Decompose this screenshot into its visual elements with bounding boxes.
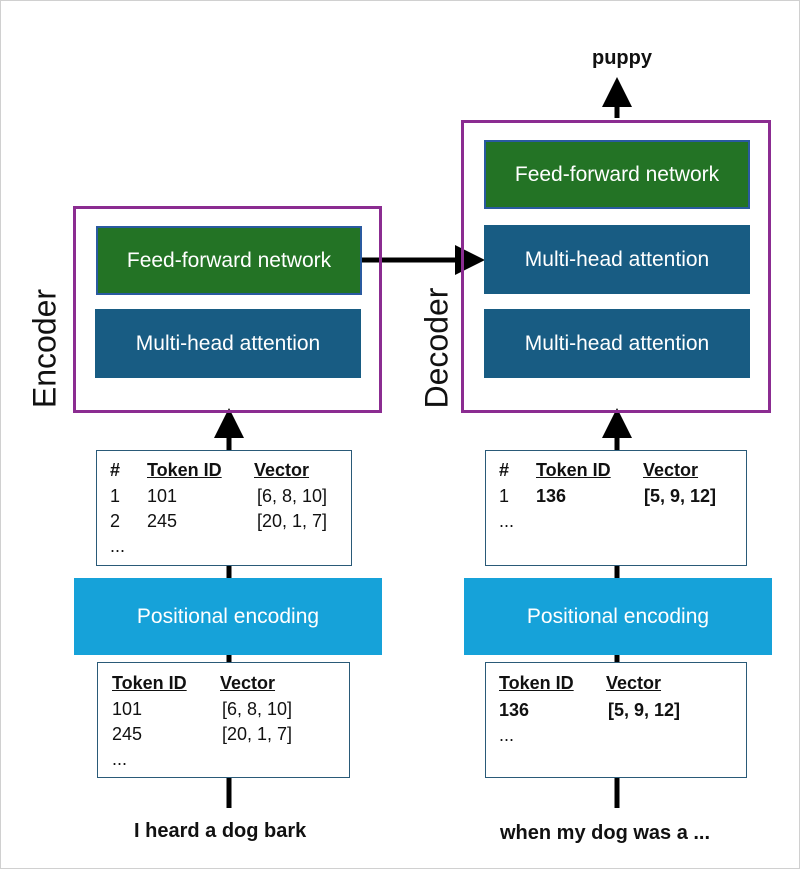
- encoder-mha-block: Multi-head attention: [95, 309, 361, 378]
- encoder-pos-header-token: Token ID: [147, 460, 222, 480]
- decoder-token-row1-vector: [5, 9, 12]: [608, 700, 681, 720]
- decoder-pos-row1-num: 1: [499, 486, 510, 506]
- decoder-token-header-token: Token ID: [499, 673, 574, 693]
- decoder-positional-encoding: Positional encoding: [464, 578, 772, 655]
- encoder-token-ellipsis: ...: [112, 749, 128, 769]
- decoder-pos-row1-vector: [5, 9, 12]: [644, 486, 717, 506]
- encoder-token-row2-vector: [20, 1, 7]: [222, 724, 293, 744]
- decoder-pos-table: # Token ID Vector 1 136 [5, 9, 12] ...: [485, 450, 747, 566]
- encoder-pos-row1-vector: [6, 8, 10]: [257, 486, 328, 506]
- encoder-pos-table: # Token ID Vector 1 101 [6, 8, 10] 2 245…: [96, 450, 352, 566]
- encoder-positional-encoding: Positional encoding: [74, 578, 382, 655]
- decoder-label: Decoder: [418, 287, 455, 409]
- encoder-token-row2-token: 245: [112, 724, 143, 744]
- encoder-pos-row1-num: 1: [110, 486, 121, 506]
- encoder-pos-header-num: #: [110, 460, 121, 480]
- decoder-mha-bottom-block: Multi-head attention: [484, 309, 750, 378]
- decoder-pos-header-vector: Vector: [643, 460, 699, 480]
- encoder-token-header-token: Token ID: [112, 673, 187, 693]
- decoder-token-header-vector: Vector: [606, 673, 662, 693]
- decoder-pos-header-num: #: [499, 460, 510, 480]
- decoder-token-table: Token ID Vector 136 [5, 9, 12] ...: [485, 662, 747, 778]
- encoder-box: [73, 206, 382, 413]
- encoder-token-row1-token: 101: [112, 699, 143, 719]
- encoder-input-text: I heard a dog bark: [134, 820, 307, 842]
- encoder-pos-row2-num: 2: [110, 511, 121, 531]
- decoder-input-text: when my dog was a ...: [500, 822, 711, 844]
- encoder-pos-row2-vector: [20, 1, 7]: [257, 511, 328, 531]
- decoder-mha-top-block: Multi-head attention: [484, 225, 750, 294]
- decoder-pos-ellipsis: ...: [499, 511, 515, 531]
- encoder-pos-row2-token: 245: [147, 511, 178, 531]
- encoder-ffn-block: Feed-forward network: [96, 226, 362, 295]
- decoder-token-ellipsis: ...: [499, 725, 515, 745]
- encoder-pos-ellipsis: ...: [110, 536, 126, 556]
- decoder-box: [461, 120, 771, 413]
- encoder-token-header-vector: Vector: [220, 673, 276, 693]
- encoder-label: Encoder: [26, 288, 63, 409]
- decoder-pos-header-token: Token ID: [536, 460, 611, 480]
- encoder-token-table: Token ID Vector 101 [6, 8, 10] 245 [20, …: [97, 662, 350, 778]
- output-word: puppy: [592, 47, 652, 69]
- encoder-pos-header-vector: Vector: [254, 460, 310, 480]
- decoder-ffn-block: Feed-forward network: [484, 140, 750, 209]
- decoder-pos-row1-token: 136: [536, 486, 567, 506]
- encoder-pos-row1-token: 101: [147, 486, 178, 506]
- decoder-token-row1-token: 136: [499, 700, 530, 720]
- encoder-token-row1-vector: [6, 8, 10]: [222, 699, 293, 719]
